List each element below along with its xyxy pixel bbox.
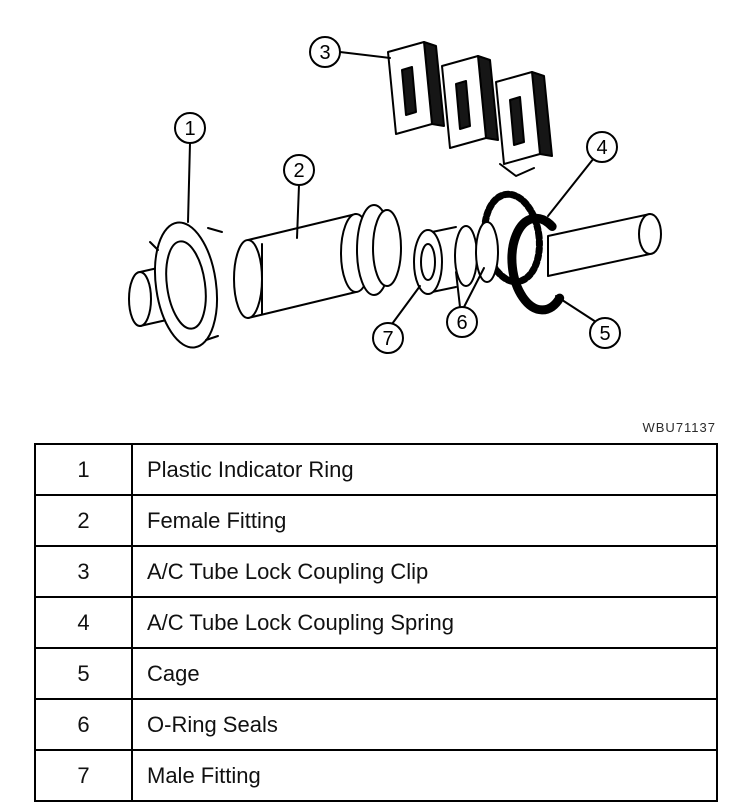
callout-7: 7 xyxy=(372,322,404,354)
right-tube-drawing xyxy=(547,213,662,277)
part-description: O-Ring Seals xyxy=(131,698,718,751)
exploded-diagram: 1 2 3 4 5 xyxy=(128,36,662,354)
callout-2-label: 2 xyxy=(293,160,304,182)
diagram-svg: 1 2 3 4 5 xyxy=(128,36,662,354)
part-description: Female Fitting xyxy=(131,494,718,547)
callout-6-label: 6 xyxy=(456,312,467,334)
table-row: 4 A/C Tube Lock Coupling Spring xyxy=(34,596,718,649)
table-row: 1 Plastic Indicator Ring xyxy=(34,443,718,496)
callout-1: 1 xyxy=(174,112,206,144)
table-row: 7 Male Fitting xyxy=(34,749,718,802)
part-number: 1 xyxy=(34,443,133,496)
male-fitting-drawing xyxy=(413,226,457,295)
table-row: 6 O-Ring Seals xyxy=(34,698,718,751)
callout-7-label: 7 xyxy=(382,328,393,350)
part-number: 6 xyxy=(34,698,133,751)
female-fitting-drawing xyxy=(233,204,402,319)
indicator-ring-drawing xyxy=(149,221,223,349)
cage-drawing xyxy=(507,213,565,315)
part-description: Male Fitting xyxy=(131,749,718,802)
part-number: 7 xyxy=(34,749,133,802)
callouts: 1 2 3 4 5 xyxy=(174,36,621,354)
callout-4: 4 xyxy=(586,131,618,163)
table-row: 2 Female Fitting xyxy=(34,494,718,547)
part-description: Cage xyxy=(131,647,718,700)
parts-table: 1 Plastic Indicator Ring 2 Female Fittin… xyxy=(34,443,718,802)
table-row: 3 A/C Tube Lock Coupling Clip xyxy=(34,545,718,598)
callout-3: 3 xyxy=(309,36,341,68)
callout-3-label: 3 xyxy=(319,42,330,64)
callout-5: 5 xyxy=(589,317,621,349)
part-number: 3 xyxy=(34,545,133,598)
callout-4-label: 4 xyxy=(596,137,607,159)
part-description: A/C Tube Lock Coupling Clip xyxy=(131,545,718,598)
part-number: 2 xyxy=(34,494,133,547)
leader-lines xyxy=(187,51,597,325)
callout-1-label: 1 xyxy=(184,118,195,140)
part-description: Plastic Indicator Ring xyxy=(131,443,718,496)
part-number: 5 xyxy=(34,647,133,700)
callout-5-label: 5 xyxy=(599,323,610,345)
table-row: 5 Cage xyxy=(34,647,718,700)
o-ring-seals-drawing xyxy=(454,221,499,287)
callout-6: 6 xyxy=(446,306,478,338)
part-description: A/C Tube Lock Coupling Spring xyxy=(131,596,718,649)
part-number: 4 xyxy=(34,596,133,649)
coupling-clip-drawing xyxy=(387,41,553,177)
callout-2: 2 xyxy=(283,154,315,186)
figure-code: WBU71137 xyxy=(642,420,716,435)
